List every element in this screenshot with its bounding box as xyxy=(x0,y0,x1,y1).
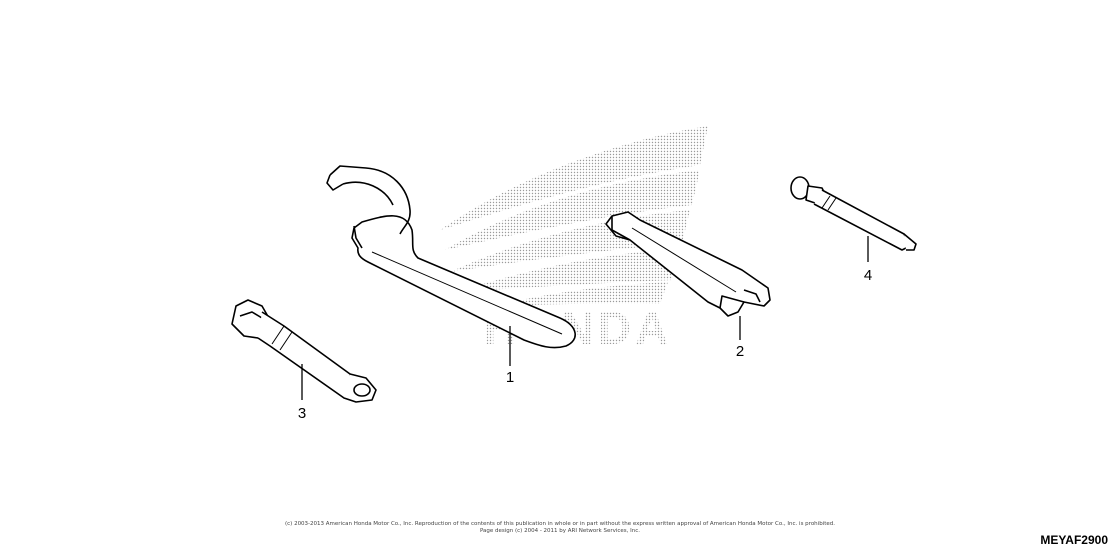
callout-number-2[interactable]: 2 xyxy=(736,343,744,360)
part-2-open-end-wrench xyxy=(605,211,771,317)
callout-number-4[interactable]: 4 xyxy=(864,267,872,284)
part-1-pin-spanner-wrench xyxy=(326,165,576,349)
wing-feather xyxy=(445,170,700,250)
copyright-line-2: Page design (c) 2004 - 2011 by ARI Netwo… xyxy=(479,528,641,534)
wing-feather xyxy=(458,248,680,292)
callout-number-3[interactable]: 3 xyxy=(298,405,306,422)
leader-lines xyxy=(301,236,869,400)
part-3-socket-wrench xyxy=(231,299,377,403)
wing-feather xyxy=(440,126,708,230)
diagram-code: MEYAF2900 xyxy=(1040,533,1108,547)
callout-number-1[interactable]: 1 xyxy=(506,369,514,386)
copyright-line-1: (c) 2003-2013 American Honda Motor Co., … xyxy=(285,521,835,527)
wing-feather xyxy=(495,282,668,306)
part-4-screwdriver-extension xyxy=(790,176,917,251)
